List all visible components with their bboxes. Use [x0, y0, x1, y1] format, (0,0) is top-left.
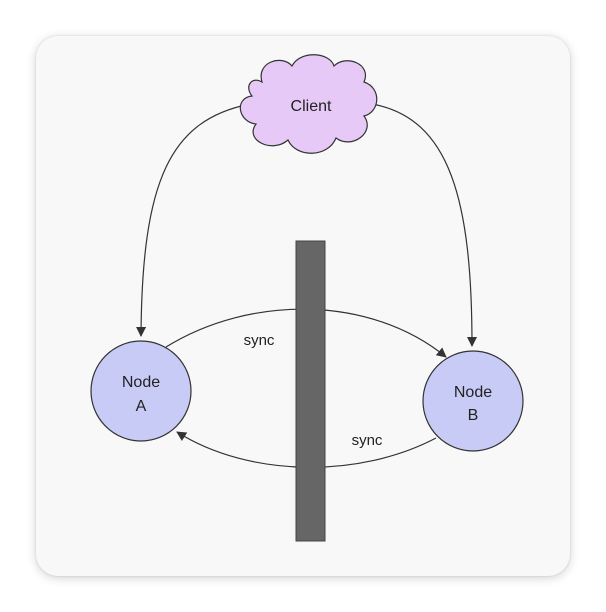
client-to-node-a-arrow	[136, 103, 251, 337]
client-to-node-b-arrow	[371, 103, 477, 347]
node-a-label-line1: Node	[122, 374, 160, 391]
node-a: Node A	[90, 340, 192, 442]
node-b-circle	[422, 350, 524, 452]
client-label: Client	[291, 98, 332, 115]
node-a-circle	[90, 340, 192, 442]
node-b-label-line2: B	[468, 407, 479, 424]
node-b: Node B	[422, 350, 524, 452]
client-cloud: Client	[239, 54, 378, 154]
node-a-label-line2: A	[136, 398, 147, 415]
sync-top-label: sync	[244, 332, 275, 349]
network-partition-bar	[295, 240, 326, 542]
cloud-shape	[239, 54, 378, 154]
sync-bottom-label: sync	[352, 432, 383, 449]
node-b-label-line1: Node	[454, 384, 492, 401]
